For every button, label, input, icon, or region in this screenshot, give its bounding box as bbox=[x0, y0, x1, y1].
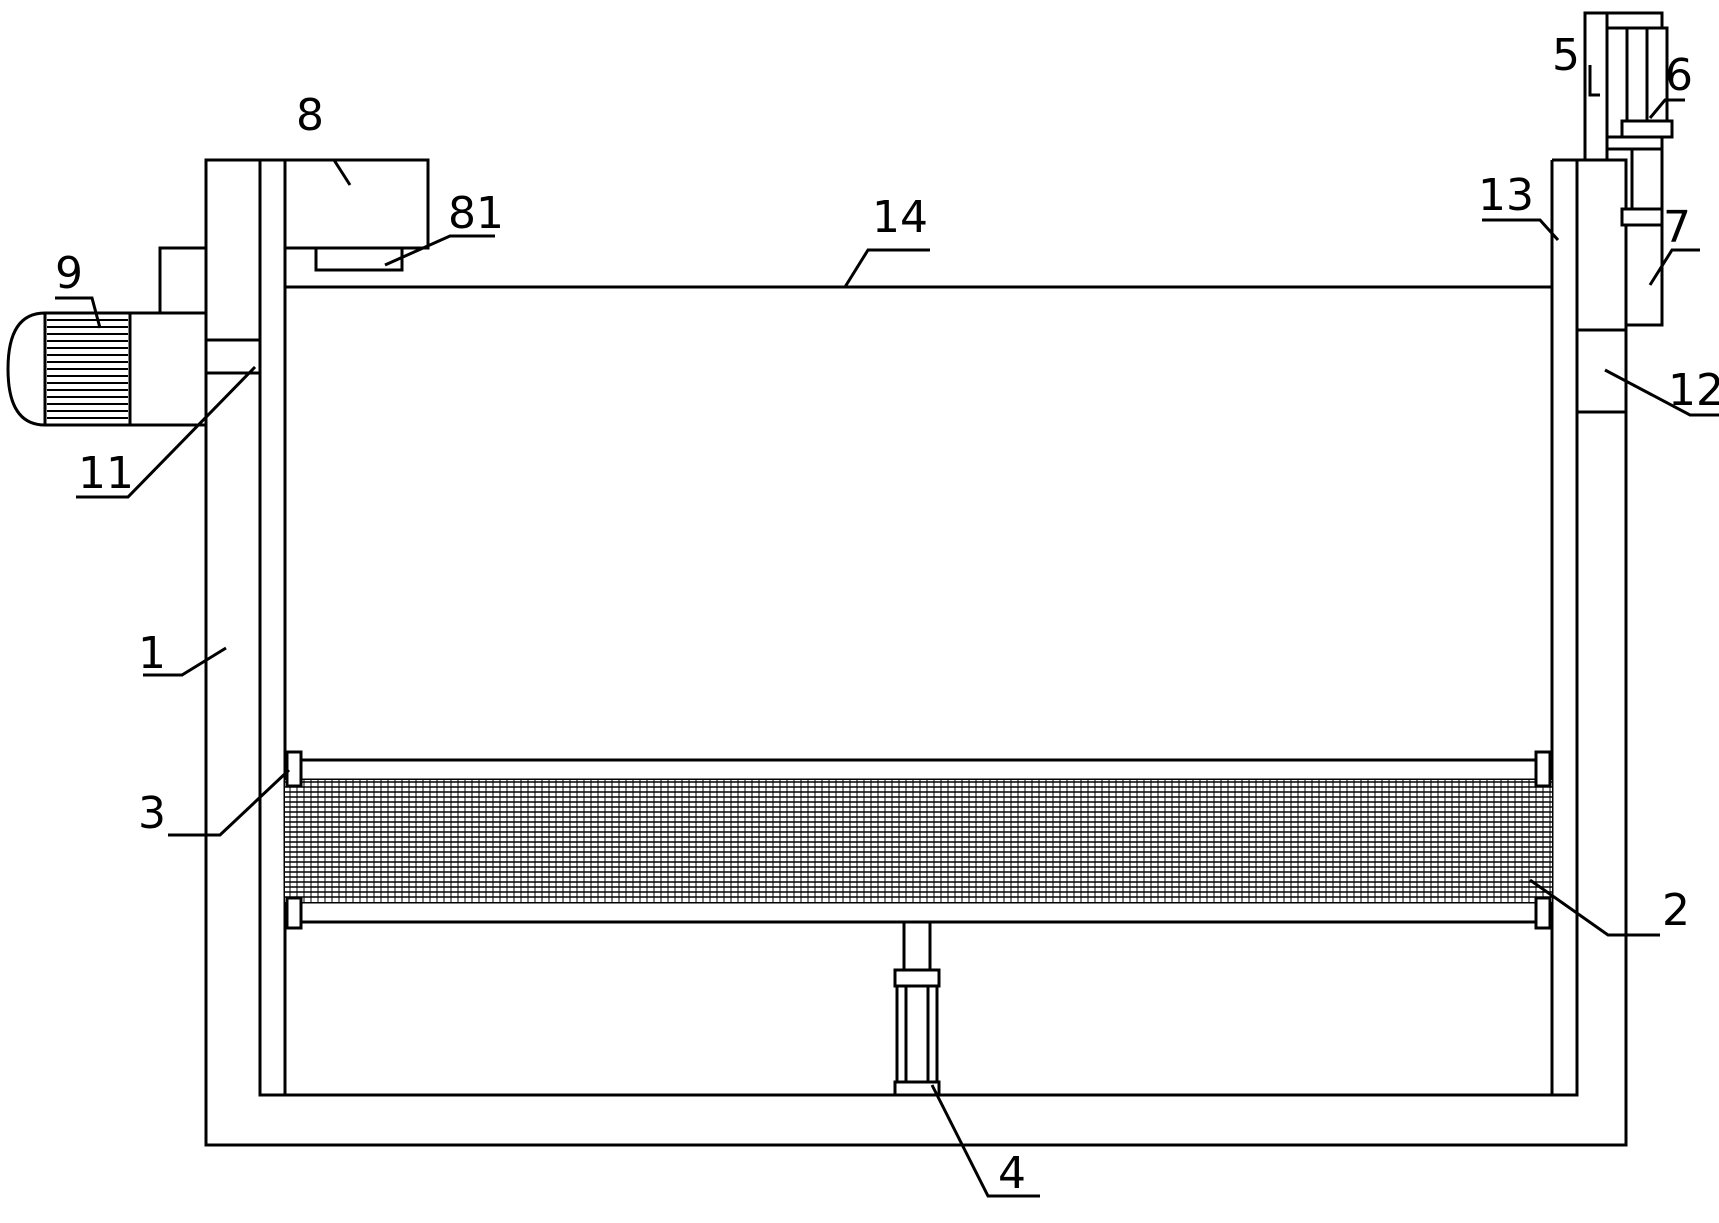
housing-8 bbox=[283, 158, 430, 272]
label-3: 3 bbox=[138, 788, 166, 839]
label-6: 6 bbox=[1665, 50, 1693, 101]
bracket-12 bbox=[1575, 328, 1628, 414]
motor-fins bbox=[47, 319, 128, 419]
label-8: 8 bbox=[296, 90, 324, 141]
label-12: 12 bbox=[1668, 365, 1719, 416]
motor-9 bbox=[6, 246, 262, 427]
screen-mesh-horizontal bbox=[285, 781, 1552, 898]
tank-frame bbox=[204, 158, 1628, 1147]
part-labels: 1 2 3 4 5 6 7 8 81 9 11 12 13 14 bbox=[55, 30, 1719, 1199]
support-cylinder bbox=[893, 920, 941, 1097]
label-13: 13 bbox=[1478, 170, 1534, 221]
label-9: 9 bbox=[55, 248, 83, 299]
label-4: 4 bbox=[998, 1148, 1026, 1199]
label-7: 7 bbox=[1663, 202, 1691, 253]
label-2: 2 bbox=[1662, 885, 1690, 936]
label-5: 5 bbox=[1552, 30, 1580, 81]
filter-screen bbox=[283, 750, 1554, 930]
leader-lines bbox=[55, 65, 1719, 1198]
cylinder-assembly bbox=[1583, 11, 1674, 327]
screen-mesh-vertical bbox=[289, 780, 1551, 902]
label-81: 81 bbox=[448, 188, 504, 239]
label-11: 11 bbox=[78, 448, 134, 499]
label-1: 1 bbox=[138, 628, 166, 679]
label-14: 14 bbox=[872, 192, 928, 243]
